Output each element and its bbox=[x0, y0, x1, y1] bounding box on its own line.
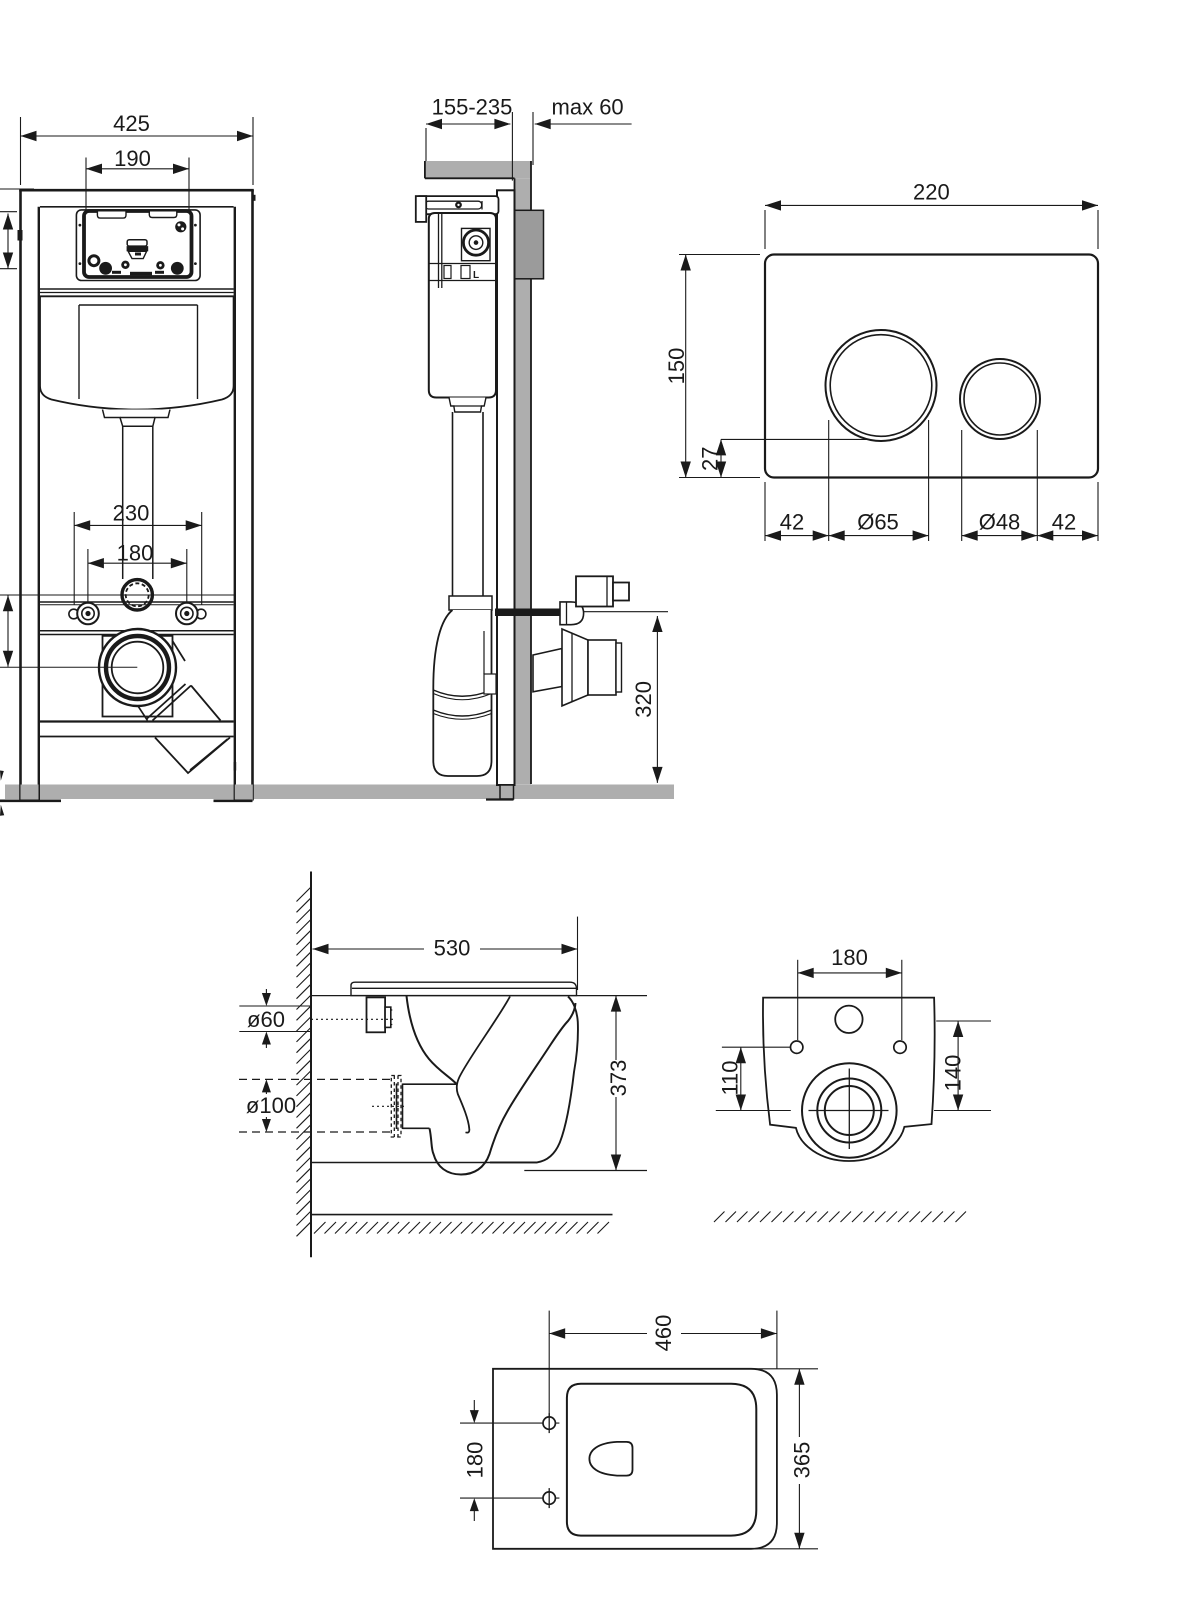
svg-text:460: 460 bbox=[651, 1315, 676, 1352]
svg-text:180: 180 bbox=[117, 541, 154, 566]
svg-text:110: 110 bbox=[718, 1060, 743, 1095]
svg-text:Ø65: Ø65 bbox=[857, 510, 899, 535]
svg-text:42: 42 bbox=[780, 510, 804, 535]
svg-text:L: L bbox=[473, 270, 479, 281]
svg-text:425: 425 bbox=[113, 111, 150, 136]
svg-text:150: 150 bbox=[664, 348, 689, 385]
svg-text:373: 373 bbox=[606, 1060, 631, 1097]
svg-text:140: 140 bbox=[941, 1055, 966, 1092]
svg-text:220: 220 bbox=[913, 180, 950, 205]
svg-text:180: 180 bbox=[462, 1442, 487, 1479]
svg-text:190: 190 bbox=[114, 146, 151, 171]
svg-text:Ø48: Ø48 bbox=[979, 510, 1021, 535]
svg-text:max 60: max 60 bbox=[552, 95, 624, 120]
svg-text:155-235: 155-235 bbox=[432, 95, 513, 120]
svg-text:530: 530 bbox=[434, 936, 471, 961]
svg-text:365: 365 bbox=[790, 1442, 815, 1479]
svg-text:180: 180 bbox=[831, 945, 868, 970]
svg-text:ø100: ø100 bbox=[246, 1093, 296, 1118]
svg-text:27: 27 bbox=[697, 446, 722, 470]
svg-text:230: 230 bbox=[113, 501, 150, 526]
svg-text:320: 320 bbox=[631, 681, 656, 718]
svg-text:42: 42 bbox=[1052, 510, 1076, 535]
svg-text:ø60: ø60 bbox=[247, 1007, 285, 1032]
